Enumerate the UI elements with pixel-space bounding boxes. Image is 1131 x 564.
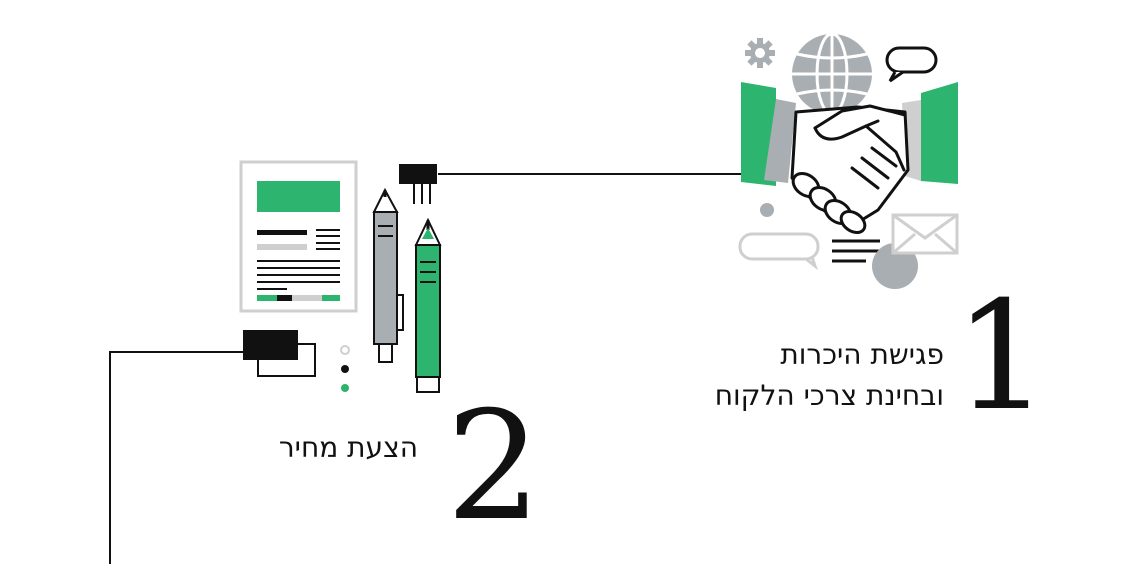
step-1-line-2: ובחינת צרכי הלקוח [714,379,944,412]
globe-icon [792,32,872,116]
gear-icon [745,38,775,68]
price-quote-illustration [239,160,442,393]
step-1-number: 1 [954,270,1050,444]
step-2-description: הצעת מחיר [279,427,418,468]
connector-plug-top [399,164,437,204]
right-sleeve [902,82,958,184]
step-2-number: 2 [446,380,542,554]
step-1-description: פגישת היכרות ובחינת צרכי הלקוח [715,334,944,416]
document-icon [239,160,358,313]
envelope-icon [891,213,959,255]
connector-plug-bottom [243,330,316,377]
connector-lines [109,173,742,564]
left-sleeve [741,82,796,186]
handshake-icon [790,104,910,234]
pencil-icon [372,187,404,363]
step-1-line-1: פגישת היכרות [780,338,944,371]
text-lines-decoration [832,239,880,263]
step-2-line-1: הצעת מחיר [278,431,418,464]
chat-bubble-icon [738,232,820,271]
speech-bubble-icon [885,46,938,83]
dots-decoration [340,345,350,392]
handshake-illustration [738,32,959,289]
dot-decoration [760,203,774,217]
pen-icon [414,217,442,393]
